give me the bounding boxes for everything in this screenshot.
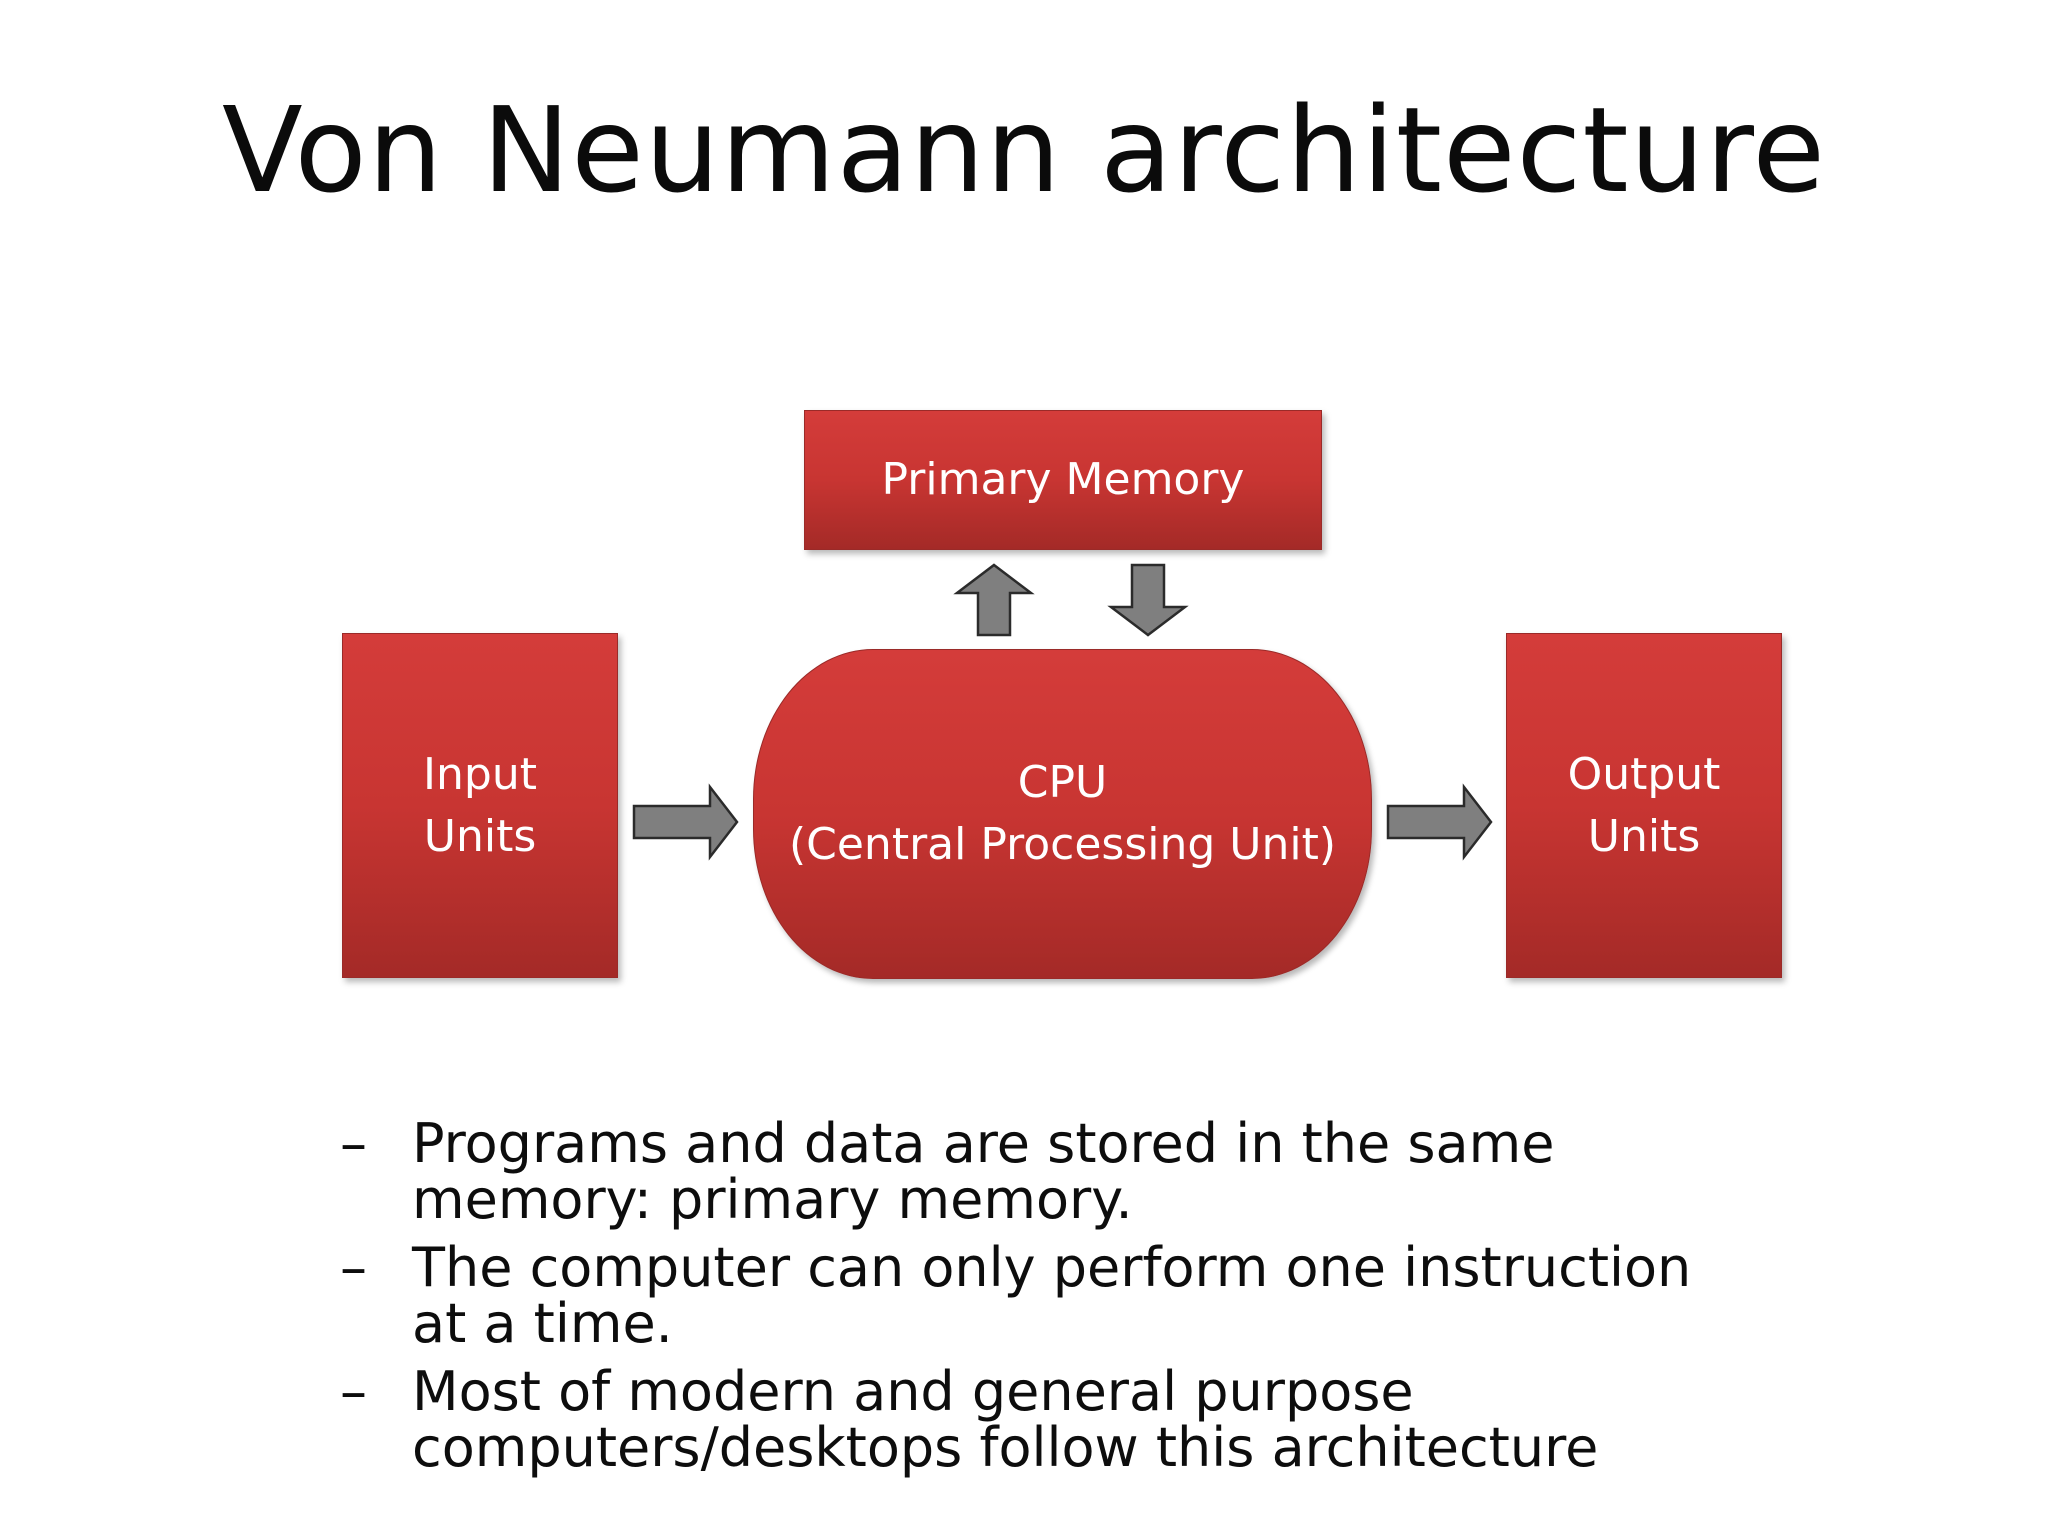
bullet-text-line: Programs and data are stored in the same	[412, 1112, 1555, 1175]
bullet-item: – Programs and data are stored in the sa…	[340, 1116, 1800, 1228]
bullet-text-line: at a time.	[412, 1292, 673, 1355]
input-units-label-line1: Input	[423, 748, 537, 800]
output-units-label-line1: Output	[1567, 748, 1721, 800]
bullet-dash: –	[340, 1236, 367, 1299]
input-units-label-line2: Units	[423, 810, 537, 862]
primary-memory-box: Primary Memory	[804, 410, 1322, 550]
cpu-label-line1: CPU	[1017, 757, 1108, 808]
output-units-label-line2: Units	[1587, 810, 1701, 862]
bullet-dash: –	[340, 1360, 367, 1423]
arrow-up-icon	[953, 563, 1035, 637]
bullet-dash: –	[340, 1112, 367, 1175]
arrow-right-icon	[1386, 783, 1493, 861]
output-units-box: Output Units	[1506, 633, 1782, 978]
arrow-down-icon	[1107, 563, 1189, 637]
slide-title: Von Neumann architecture	[221, 81, 1827, 219]
bullet-item: – The computer can only perform one inst…	[340, 1240, 1800, 1352]
bullet-text-line: Most of modern and general purpose	[412, 1360, 1414, 1423]
bullet-item: – Most of modern and general purpose com…	[340, 1364, 1800, 1476]
input-units-box: Input Units	[342, 633, 618, 978]
bullet-text-line: computers/desktops follow this architect…	[412, 1416, 1599, 1479]
primary-memory-label: Primary Memory	[881, 454, 1245, 505]
cpu-box: CPU (Central Processing Unit)	[753, 649, 1372, 979]
bullet-list: – Programs and data are stored in the sa…	[340, 1116, 1800, 1488]
bullet-text-line: memory: primary memory.	[412, 1168, 1133, 1231]
cpu-label-line2: (Central Processing Unit)	[788, 819, 1337, 870]
bullet-text-line: The computer can only perform one instru…	[412, 1236, 1692, 1299]
arrow-right-icon	[632, 783, 739, 861]
